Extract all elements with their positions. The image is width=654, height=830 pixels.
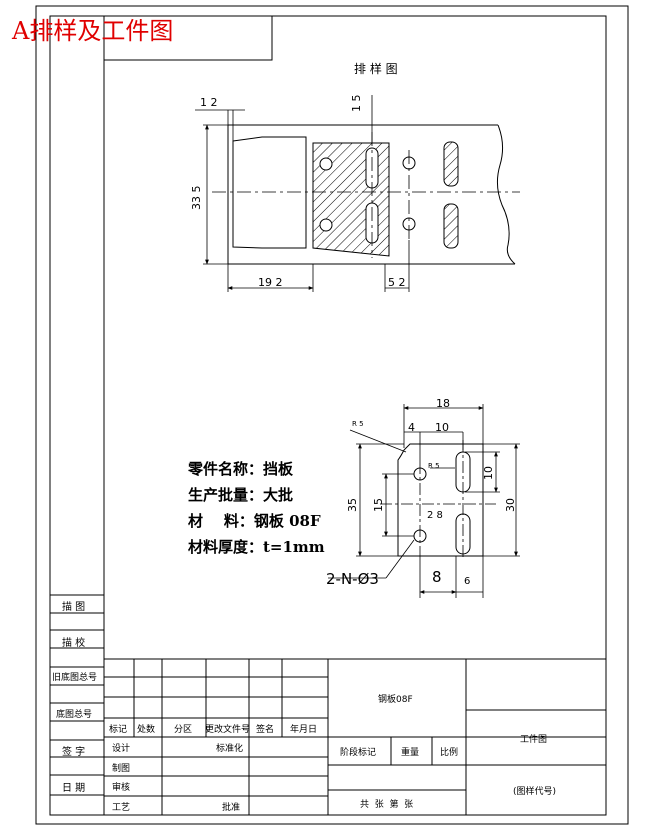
dim-10-vertical: 10 xyxy=(482,466,495,480)
strip-centerlines xyxy=(212,132,520,258)
page-title: A排样及工件图 xyxy=(12,17,174,45)
part-batch: 生产批量：大批 xyxy=(188,486,294,504)
tb-review: 审核 xyxy=(112,783,131,793)
part-centerlines xyxy=(380,440,496,560)
side-label-drawing: 描 图 xyxy=(62,602,86,613)
tb-scale: 比例 xyxy=(440,748,459,758)
tb-weight: 重量 xyxy=(401,748,420,758)
tb-material: 钢板08F xyxy=(378,695,413,705)
tb-ymd: 年月日 xyxy=(290,725,318,735)
dim-19-2: 19 2 xyxy=(258,276,283,289)
dim-30: 30 xyxy=(504,498,517,512)
dim-18: 18 xyxy=(436,397,450,410)
tb-approve: 批准 xyxy=(222,803,241,813)
dim-4: 4 xyxy=(408,421,415,434)
part-name: 零件名称：挡板 xyxy=(188,460,294,478)
tb-zone: 分区 xyxy=(174,725,193,735)
tb-process: 工艺 xyxy=(112,803,131,813)
side-label-date: 日 期 xyxy=(62,783,86,794)
dim-35: 35 xyxy=(346,498,359,512)
dim-r5-slot: R 5 xyxy=(428,462,440,470)
tb-stage: 阶段标记 xyxy=(340,748,377,758)
dim-15: 15 xyxy=(372,498,385,512)
tb-file-no: 更改文件号 xyxy=(205,725,251,735)
side-label-check: 描 校 xyxy=(62,638,86,649)
strip-dimension-lines xyxy=(195,95,410,292)
side-label-old-no: 旧底图总号 xyxy=(52,673,98,683)
tb-mark: 标记 xyxy=(109,725,128,735)
tb-sheets: 共 张 第 张 xyxy=(360,800,414,810)
part-outline xyxy=(397,443,484,557)
tb-sign: 签名 xyxy=(256,725,275,735)
tb-standard: 标准化 xyxy=(216,744,244,754)
tb-draw: 制图 xyxy=(112,764,131,774)
title-block-grid xyxy=(104,658,606,815)
tb-count: 处数 xyxy=(137,725,156,735)
dim-6: 6 xyxy=(464,576,471,587)
tb-drawing-code: (图样代号) xyxy=(513,787,557,797)
part-thickness: 材料厚度：t=1mm xyxy=(188,538,325,556)
hole-callout: 2-N-Ø3 xyxy=(326,570,379,588)
strip-title: 排 样 图 xyxy=(354,62,398,76)
tb-design: 设计 xyxy=(112,744,131,754)
dim-r5-top: R 5 xyxy=(352,420,364,428)
side-label-grid xyxy=(50,594,104,796)
dim-1-2: 1 2 xyxy=(200,96,218,109)
side-label-base-no: 底图总号 xyxy=(56,710,93,720)
dim-8: 8 xyxy=(432,568,442,586)
part-dimension-lines xyxy=(328,404,520,598)
tb-part-name: 工件图 xyxy=(520,735,548,745)
dim-10: 10 xyxy=(435,421,449,434)
part-material: 材 料：钢板 08F xyxy=(188,512,321,530)
side-label-sign: 签 字 xyxy=(62,747,86,758)
dim-5-2: 5 2 xyxy=(388,276,406,289)
dim-2-8: 2 8 xyxy=(427,510,443,521)
